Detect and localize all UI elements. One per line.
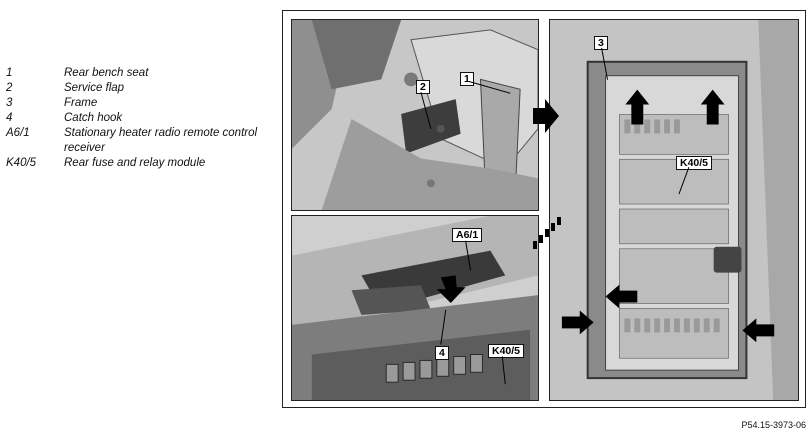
dotted-connector-icon (533, 217, 561, 249)
legend-code: 4 (6, 112, 13, 124)
legend-code: 3 (6, 97, 13, 109)
legend-text: Frame (64, 97, 98, 109)
photo-catch-hook: A6/1 4 K40/5 (291, 215, 539, 401)
legend: 1 Rear bench seat 2 Service flap 3 Frame… (6, 66, 276, 171)
figure-reference: P54.15-3973-06 (741, 420, 806, 430)
photo-illustration (550, 20, 798, 400)
arrow-right-icon (533, 99, 559, 133)
legend-code: K40/5 (6, 157, 37, 169)
callout-k40-5: K40/5 (488, 344, 525, 358)
legend-text: Service flap (64, 82, 125, 94)
callout-a6-1: A6/1 (452, 228, 483, 242)
figure-frame: 1 2 A6/1 4 K40/5 (282, 10, 806, 408)
arrow-right-icon (561, 310, 594, 335)
legend-text: Rear bench seat (64, 67, 149, 79)
photo-illustration (292, 20, 538, 210)
legend-code: 1 (6, 67, 13, 79)
legend-text: Rear fuse and relay module (64, 157, 206, 169)
callout-1: 1 (460, 72, 474, 86)
legend-row-frame: 3 Frame (6, 96, 276, 111)
legend-row-a6-1: A6/1 Stationary heater radio remote cont… (6, 126, 276, 156)
arrow-left-icon (605, 284, 638, 309)
leader-lines (601, 47, 690, 195)
callout-k40-5: K40/5 (676, 156, 713, 170)
legend-row-service-flap: 2 Service flap (6, 81, 276, 96)
photo-fuse-relay-module: 3 K40/5 (549, 19, 799, 401)
legend-code: A6/1 (6, 127, 30, 139)
legend-row-k40-5: K40/5 Rear fuse and relay module (6, 156, 276, 171)
legend-row-rear-bench-seat: 1 Rear bench seat (6, 66, 276, 81)
legend-row-catch-hook: 4 Catch hook (6, 111, 276, 126)
legend-text: Stationary heater radio remote control r… (64, 127, 258, 154)
arrow-up-icon (625, 89, 650, 125)
legend-code: 2 (6, 82, 13, 94)
leader-lines (440, 240, 506, 385)
legend-text: Catch hook (64, 112, 123, 124)
callout-4: 4 (435, 346, 449, 360)
photo-rear-bench-seat: 1 2 (291, 19, 539, 211)
arrow-down-icon (436, 275, 466, 304)
callout-2: 2 (416, 80, 430, 94)
leader-lines (420, 80, 511, 129)
callout-3: 3 (594, 36, 608, 50)
